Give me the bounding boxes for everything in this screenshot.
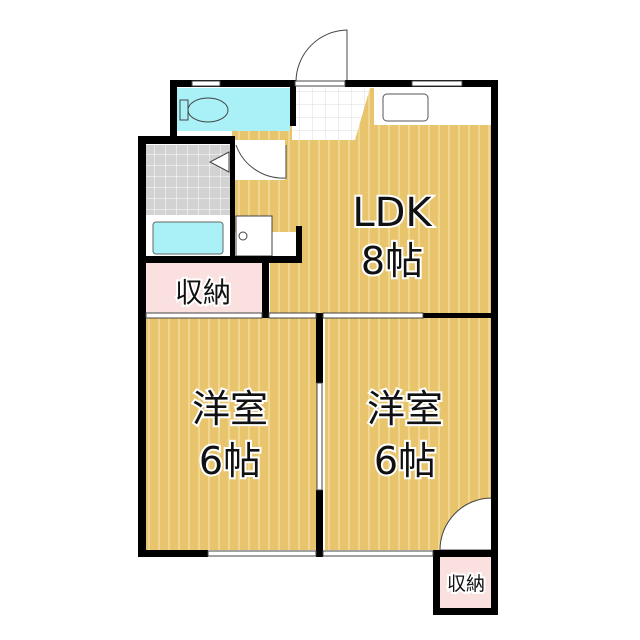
ldk-name: LDK: [352, 190, 433, 236]
ldk-floor: [232, 88, 493, 315]
western-left-size: 6帖: [199, 439, 261, 483]
storage-main: [145, 263, 263, 313]
western-right-name: 洋室: [367, 387, 443, 431]
drain-icon: [238, 231, 248, 241]
shower-icon: [208, 151, 230, 173]
entrance-door-arc: [295, 29, 348, 83]
door-arc-wash: [235, 144, 287, 179]
windows: [145, 80, 463, 557]
western-room-left: [145, 318, 318, 550]
storage-main-label: 収納: [175, 276, 231, 309]
storage-small: [440, 557, 492, 608]
ldk-size: 8帖: [361, 239, 423, 283]
western-left-name: 洋室: [192, 387, 268, 431]
western-right-size: 6帖: [374, 439, 436, 483]
bathtub-icon: [152, 221, 224, 255]
sink-icon: [382, 93, 429, 122]
toilet-icon: [179, 97, 229, 123]
bath-wash-area: [145, 145, 230, 215]
storage-small-label: 収納: [447, 573, 485, 595]
entrance-floor: [292, 88, 370, 140]
